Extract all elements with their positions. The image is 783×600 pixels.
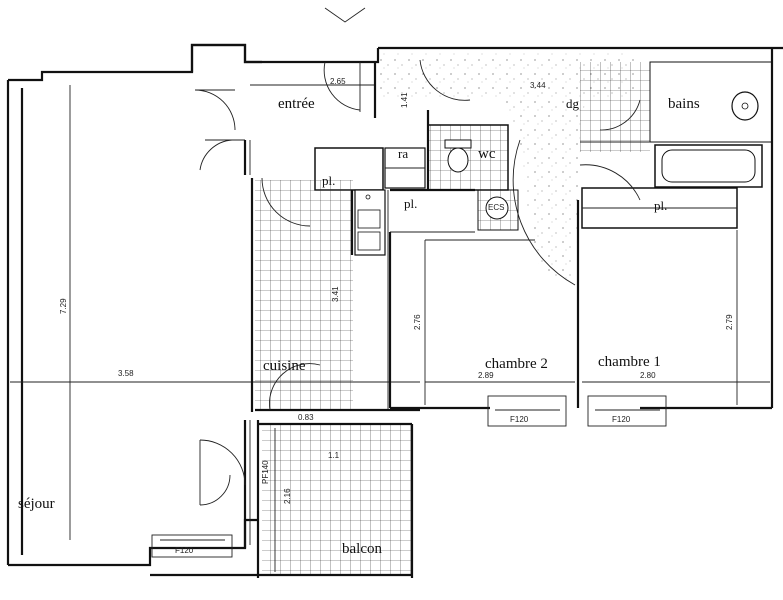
room-sejour <box>6 43 262 567</box>
dim-sejour-width: 3.58 <box>118 369 134 378</box>
label-pl-couloir: pl. <box>404 196 417 211</box>
dim-balcon-height: 2.16 <box>283 488 292 504</box>
dim-chambre-2-width: 2.89 <box>478 371 494 380</box>
label-sejour: séjour <box>18 496 55 512</box>
label-ecs: ECS <box>488 203 504 212</box>
label-chambre-1: chambre 1 <box>598 354 661 370</box>
dim-sejour-height: 7.29 <box>59 298 68 314</box>
dim-door-balcon: PF140 <box>261 460 270 484</box>
label-wc: wc <box>478 146 496 162</box>
label-entree: entrée <box>278 96 315 112</box>
dim-couloir-width: 3.44 <box>530 81 546 90</box>
dim-chambre-1-height: 2.79 <box>725 314 734 330</box>
dim-entree-width: 2.65 <box>330 77 346 86</box>
label-balcon: balcon <box>342 541 382 557</box>
label-cuisine: cuisine <box>263 358 306 374</box>
dim-balcon-width: 1.1 <box>328 451 340 460</box>
room-balcon <box>150 420 414 578</box>
dim-window-sejour: F120 <box>175 546 194 555</box>
room-wc <box>426 110 509 191</box>
dim-window-chambre-2: F120 <box>510 415 529 424</box>
dim-entree-height: 1.41 <box>400 92 409 108</box>
label-bains: bains <box>668 96 700 112</box>
dim-window-chambre-1: F120 <box>612 415 631 424</box>
room-cuisine <box>250 177 420 412</box>
label-ra: ra <box>398 146 408 161</box>
room-chambre-2 <box>388 200 580 427</box>
label-dg: dg <box>566 96 580 111</box>
label-pl-entree: pl. <box>322 173 335 188</box>
room-bains <box>580 48 774 408</box>
room-chambre-1 <box>579 164 772 427</box>
north-marker <box>324 7 366 23</box>
closet-couloir <box>390 188 519 233</box>
room-entree <box>190 43 783 175</box>
label-pl-chambre-1: pl. <box>654 198 667 213</box>
dim-chambre-1-width: 2.80 <box>640 371 656 380</box>
dim-cuisine-height: 3.41 <box>331 286 340 302</box>
label-chambre-2: chambre 2 <box>485 356 548 372</box>
dim-cuisine-width: 0.83 <box>298 413 314 422</box>
dim-chambre-2-height: 2.76 <box>413 314 422 330</box>
